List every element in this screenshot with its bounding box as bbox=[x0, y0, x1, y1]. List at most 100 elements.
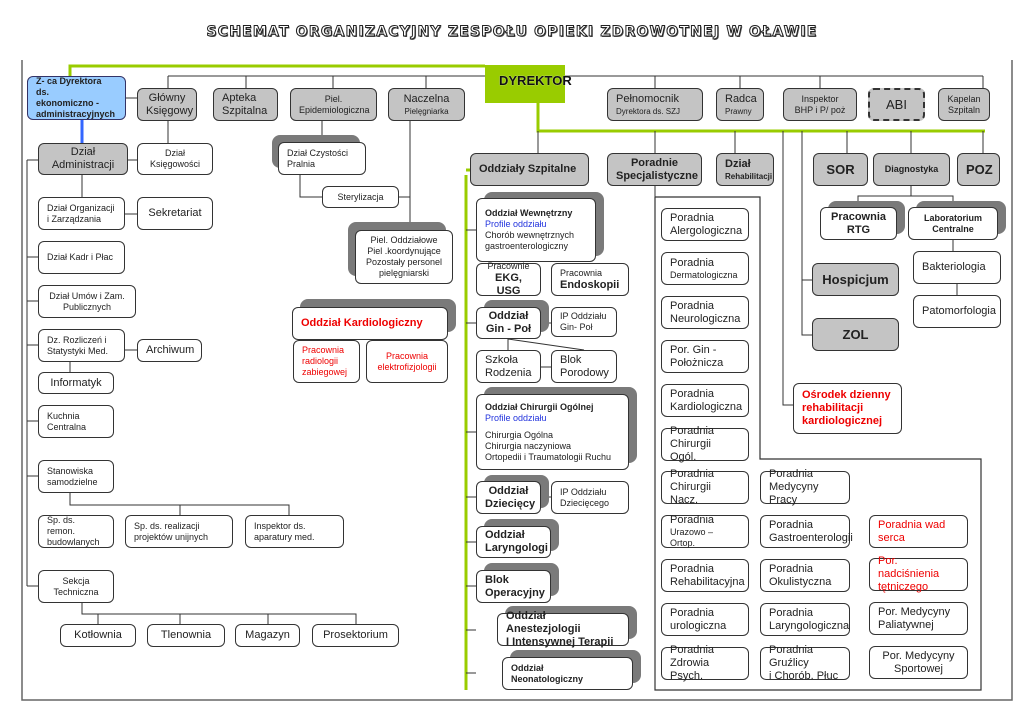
box-epid[interactable]: Piel.Epidemiologiczna bbox=[290, 88, 377, 121]
box-kadr[interactable]: Dział Kadr i Płac bbox=[38, 241, 125, 274]
box-zca[interactable]: Z- ca Dyrektora ds.ekonomiczno -administ… bbox=[27, 76, 126, 120]
box-label-line: Poradnia bbox=[769, 562, 814, 575]
box-label-line: Laryngologi bbox=[485, 542, 548, 554]
box-label-line: Blok bbox=[560, 353, 582, 366]
box-patomorf[interactable]: Patomorfologia bbox=[913, 295, 1001, 328]
box-archiwum[interactable]: Archiwum bbox=[137, 339, 202, 362]
box-magazyn[interactable]: Magazyn bbox=[235, 624, 300, 647]
box-remon[interactable]: Sp. ds. remon.budowlanych bbox=[38, 515, 114, 548]
box-label-line: Sp. ds. realizacji bbox=[134, 520, 200, 531]
box-kotlownia[interactable]: Kotłownia bbox=[60, 624, 136, 647]
box-label-line: Prosektorium bbox=[323, 629, 388, 641]
box-label-line: Dział bbox=[725, 157, 751, 170]
box-label-line: projektów unijnych bbox=[134, 531, 209, 542]
box-sekretariat[interactable]: Sekretariat bbox=[137, 197, 213, 230]
box-sor[interactable]: SOR bbox=[813, 153, 868, 186]
box-informatyk[interactable]: Informatyk bbox=[38, 372, 114, 394]
box-hospicjum[interactable]: Hospicjum bbox=[812, 263, 899, 296]
box-label-line: Oddział bbox=[488, 484, 529, 497]
box-aparatury[interactable]: Inspektor ds.aparatury med. bbox=[245, 515, 344, 548]
box-zol[interactable]: ZOL bbox=[812, 318, 899, 351]
box-label-line: Poradnia bbox=[670, 514, 715, 526]
box-label-line: Dział Umów i Zam. bbox=[49, 290, 125, 301]
box-label-line: Poradnia Gruźlicy bbox=[769, 644, 814, 669]
box-label-line: Oddział bbox=[511, 662, 544, 673]
box-diagnostyka[interactable]: Diagnostyka bbox=[873, 153, 950, 186]
box-label-line: SOR bbox=[826, 162, 855, 177]
box-abi[interactable]: ABI bbox=[868, 88, 925, 121]
box-sterylizacja[interactable]: Sterylizacja bbox=[322, 186, 399, 208]
box-tlenownia[interactable]: Tlenownia bbox=[147, 624, 225, 647]
box-p-gin[interactable]: Por. Gin -Położnicza bbox=[661, 340, 749, 373]
box-poz[interactable]: POZ bbox=[957, 153, 1000, 186]
box-dyrektor[interactable]: DYREKTOR bbox=[485, 65, 572, 103]
box-label-line: Bakteriologia bbox=[922, 261, 986, 273]
box-label-line: ABI bbox=[886, 97, 907, 112]
box-umow[interactable]: Dział Umów i Zam.Publicznych bbox=[38, 285, 136, 318]
box-label-line: Sekcja bbox=[62, 575, 90, 586]
box-bakter[interactable]: Bakteriologia bbox=[913, 251, 1001, 284]
box-label-line: Epidemiologiczna bbox=[299, 104, 370, 115]
box-kardio[interactable]: Oddział Kardiologiczny bbox=[292, 307, 448, 340]
box-szpitalne[interactable]: Oddziały Szpitalne bbox=[470, 153, 589, 186]
box-prosektorium[interactable]: Prosektorium bbox=[312, 624, 399, 647]
